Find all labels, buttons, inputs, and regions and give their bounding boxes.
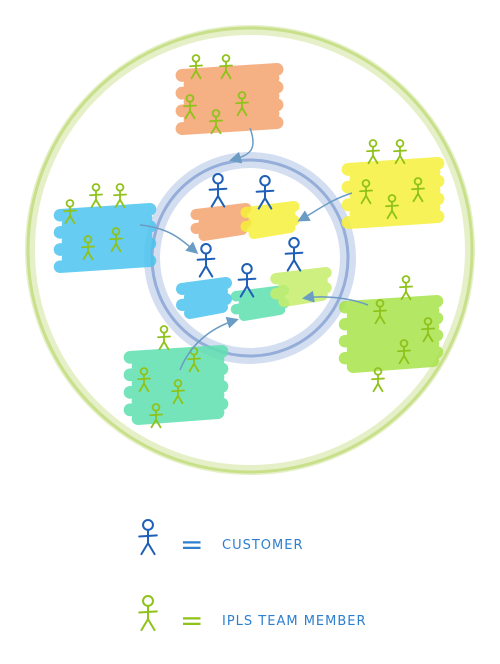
team-member-icon (81, 235, 95, 261)
team-group-orange (175, 54, 284, 135)
team-member-icon (109, 227, 123, 253)
outer-ring (25, 25, 475, 475)
arrow-orange-to-center (229, 127, 254, 164)
customer-icon (196, 243, 216, 278)
arrow-cyan-to-center (139, 224, 199, 254)
legend-label-team: IPLS TEAM MEMBER (222, 614, 367, 629)
arrow-mint-to-center (179, 316, 239, 371)
team-member-icon (235, 91, 249, 117)
team-member-icon (63, 199, 77, 225)
team-member-icon (366, 139, 380, 165)
team-group-cyan (53, 183, 157, 273)
customer-icon (208, 173, 228, 208)
team-member-legend-icon (138, 595, 158, 632)
team-member-icon (209, 109, 223, 135)
legend: = CUSTOMER = IPLS TEAM MEMBER (138, 519, 367, 637)
team-member-icon (137, 367, 151, 393)
team-member-icon (157, 325, 171, 351)
connection-arrows (139, 127, 369, 371)
team-member-icon (89, 183, 103, 209)
team-member-icon (385, 194, 399, 220)
customer-legend-icon (138, 519, 158, 556)
patch-green (338, 295, 444, 373)
team-member-icon (359, 179, 373, 205)
team-member-icon (371, 367, 385, 393)
legend-equals-customer: = (180, 528, 203, 561)
team-member-icon (189, 54, 203, 80)
team-member-icon (421, 317, 435, 343)
team-member-icon (183, 94, 197, 120)
team-member-icon (399, 275, 413, 301)
inner-ring (144, 152, 356, 364)
customer-icon (237, 263, 257, 298)
customer-icon (138, 519, 158, 556)
team-member-icon (397, 339, 411, 365)
team-member-icon (219, 54, 233, 80)
team-group-mint (123, 325, 229, 429)
inner-patch-cyan (176, 277, 232, 319)
customer-icon (284, 237, 304, 272)
inner-patch-yellow (240, 201, 300, 239)
patch-cyan (53, 203, 157, 273)
inner-patch-orange (190, 203, 252, 241)
customer-group (176, 173, 332, 321)
customer-icon (255, 175, 275, 210)
team-member-icon (149, 403, 163, 429)
team-member-icon (393, 139, 407, 165)
team-member-icon (373, 299, 387, 325)
team-member-icon (171, 379, 185, 405)
team-member-icon (187, 347, 201, 373)
arrow-green-to-center (302, 290, 369, 306)
legend-label-customer: CUSTOMER (222, 538, 303, 553)
team-group-yellow (341, 139, 445, 229)
team-group-green (338, 275, 444, 393)
team-member-icon (113, 183, 127, 209)
arrow-yellow-to-center (297, 192, 353, 222)
team-member-icon (411, 177, 425, 203)
legend-equals-team: = (180, 604, 203, 637)
team-groups (53, 54, 445, 429)
team-member-icon (138, 595, 158, 632)
